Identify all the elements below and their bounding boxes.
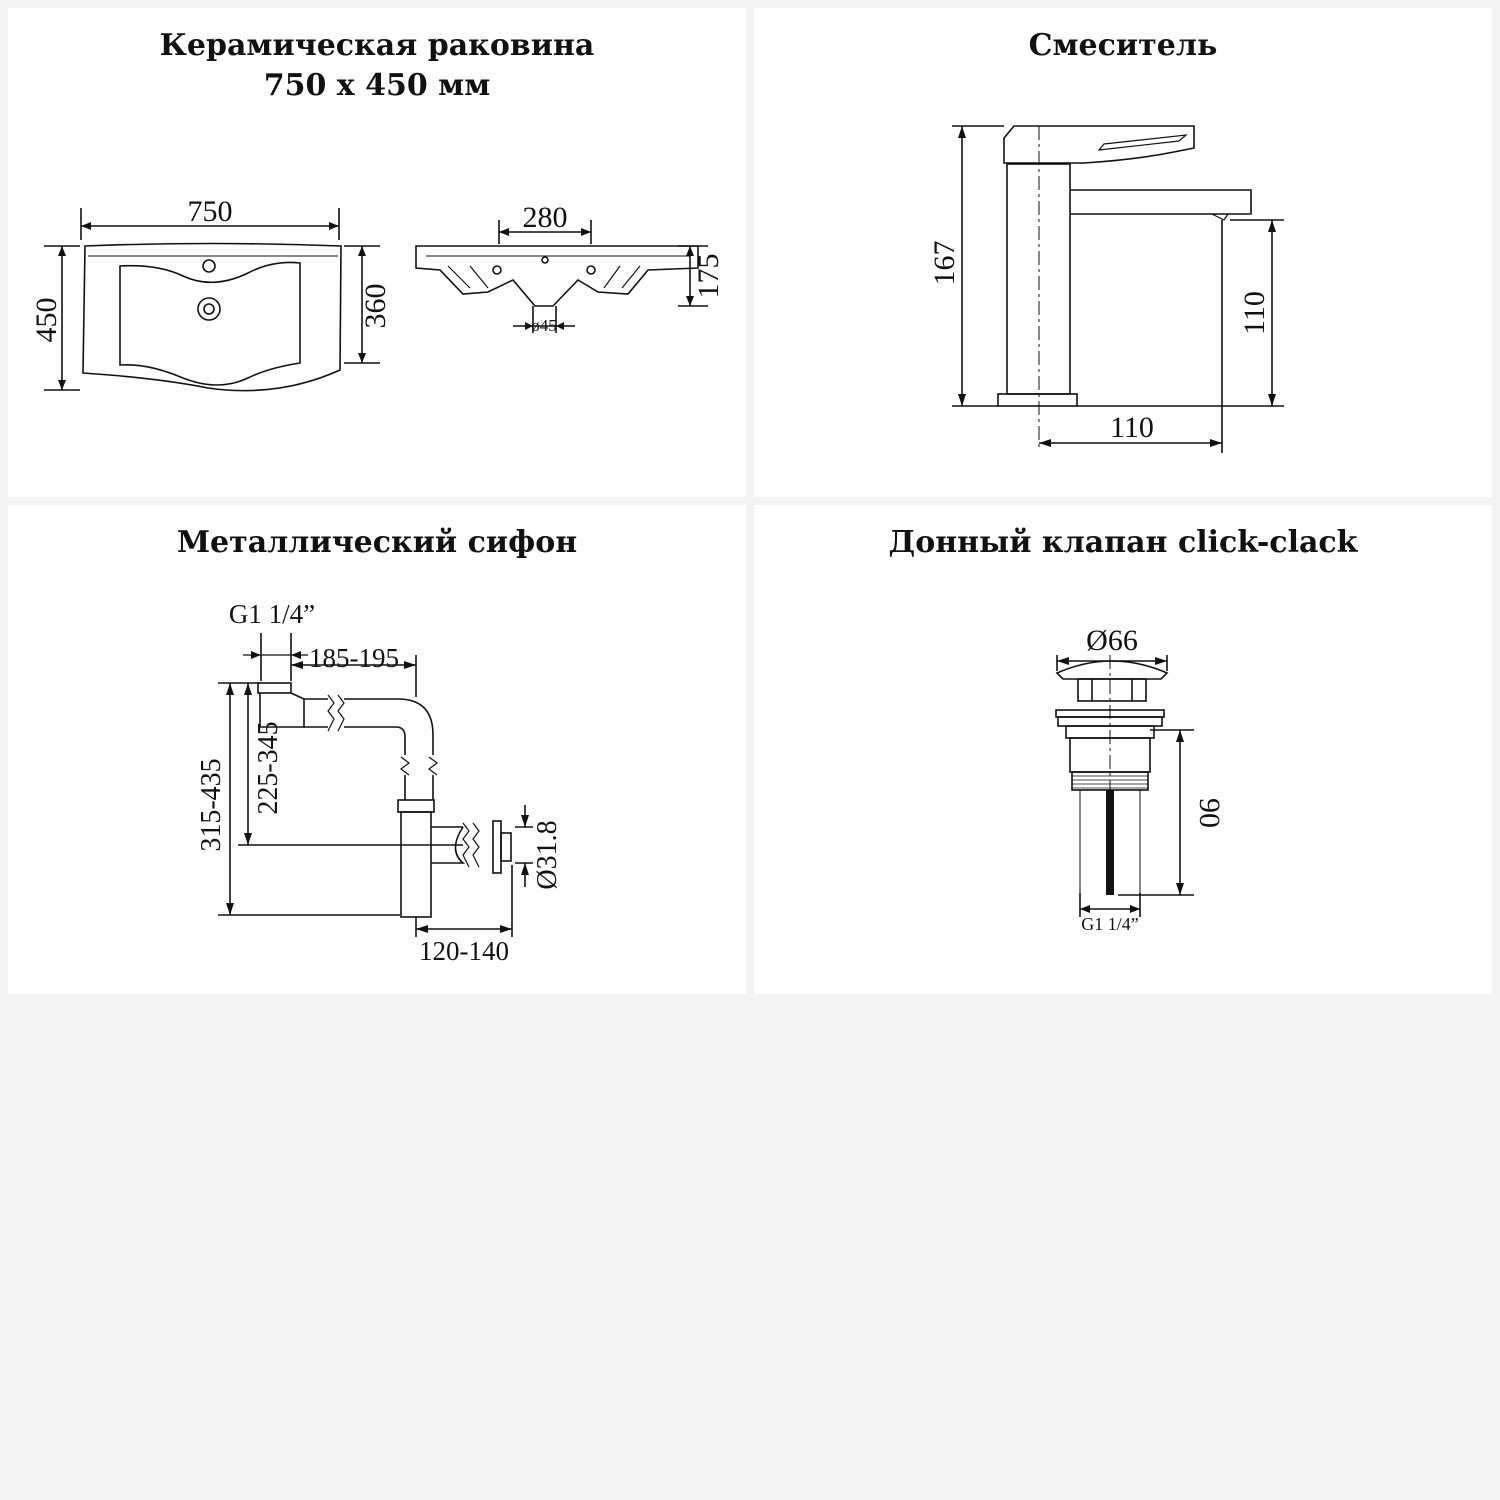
sink-inner-label: 360 [359, 284, 392, 329]
faucet-hole-icon [202, 259, 216, 273]
faucet-height-label: 167 [928, 241, 961, 286]
sink-bowl-outline [119, 261, 301, 386]
siphon-inlet-nut [257, 682, 292, 694]
siphon-title: Металлический сифон [176, 525, 578, 560]
faucet-base-outline [997, 393, 1078, 407]
valve-screw-rod [1106, 790, 1114, 895]
faucet-spout-height-label: 110 [1238, 291, 1271, 335]
siphon-inlet-height-label: 225-345 [253, 721, 284, 814]
faucet-spout-outline [1070, 189, 1252, 215]
sink-top-outline [82, 242, 342, 392]
siphon-bottle [400, 811, 432, 918]
siphon-horizontal-label: 185-195 [309, 643, 399, 673]
valve-stem-upper [1077, 678, 1147, 702]
siphon-thread-label: G1 1/4” [229, 599, 315, 629]
sink-depth-label: 450 [30, 298, 63, 343]
faucet-panel: Смеситель 167 110 [754, 8, 1492, 497]
siphon-total-height-label: 315-435 [196, 758, 227, 851]
sink-drain-label: ø45 [531, 316, 557, 335]
sink-height-label: 175 [692, 254, 725, 299]
faucet-reach-label: 110 [1110, 411, 1154, 444]
faucet-title: Смеситель [1028, 28, 1218, 63]
valve-height-label: 90 [1193, 798, 1226, 828]
sink-title-line1: Керамическая раковина [159, 28, 595, 63]
valve-panel: Донный клапан click-clack [754, 505, 1492, 994]
valve-drawing: Ø66 90 G1 1/4” [1055, 624, 1226, 934]
siphon-bottle-nut [397, 799, 435, 813]
siphon-elbow [344, 698, 434, 755]
siphon-outlet-diameter-label: Ø31.8 [532, 820, 563, 889]
sink-title-line2: 750 х 450 мм [263, 68, 491, 103]
sink-panel: Керамическая раковина 750 х 450 мм [8, 8, 746, 497]
valve-cap [1055, 660, 1169, 680]
sink-side-outline [415, 245, 699, 307]
valve-title: Донный клапан click-clack [888, 525, 1358, 560]
siphon-outlet-flange [492, 820, 502, 874]
sink-width-label: 750 [188, 195, 233, 228]
sink-title: Керамическая раковина 750 х 450 мм [8, 26, 746, 106]
faucet-drawing: 167 110 110 [928, 125, 1284, 453]
valve-thread-label: G1 1/4” [1081, 914, 1139, 934]
siphon-panel: Металлический сифон [8, 505, 746, 994]
drain-hole-icon [197, 297, 221, 321]
sink-side-width-label: 280 [523, 201, 568, 234]
sink-drawing: 750 450 360 280 175 ø45 [30, 195, 725, 392]
siphon-drawing: G1 1/4” 185-195 315-435 225-345 Ø31.8 12… [196, 599, 563, 966]
siphon-outlet-depth-label: 120-140 [419, 936, 509, 966]
faucet-handle-outline [1003, 125, 1195, 164]
valve-diameter-label: Ø66 [1086, 624, 1138, 657]
